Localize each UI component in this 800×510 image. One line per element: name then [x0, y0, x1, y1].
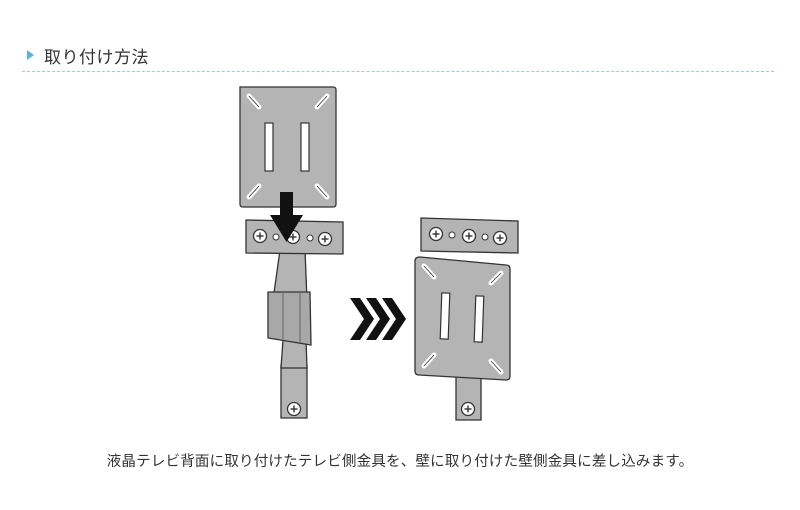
screw-icon: [460, 401, 476, 417]
screw-icon: [317, 231, 333, 247]
screw-icon: [286, 401, 302, 417]
down-arrow-icon: [270, 192, 303, 242]
wall-bracket-left: [245, 219, 344, 419]
dashed-divider: [22, 71, 774, 72]
instruction-caption: 液晶テレビ背面に取り付けたテレビ側金具を、壁に取り付けた壁側金具に差し込みます。: [106, 454, 694, 470]
triangle-bullet-icon: [27, 50, 34, 60]
screw-icon: [428, 226, 444, 242]
section-title: 取り付け方法: [44, 47, 149, 68]
tv-bracket-right: [414, 256, 511, 381]
wall-bracket-right: [420, 217, 519, 421]
section-heading: 取り付け方法: [27, 42, 149, 68]
screw-icon: [252, 228, 268, 244]
tv-bracket-left: [239, 86, 337, 208]
screw-icon: [492, 230, 508, 246]
triple-chevron-right-icon: [350, 298, 406, 340]
screw-icon: [461, 228, 477, 244]
